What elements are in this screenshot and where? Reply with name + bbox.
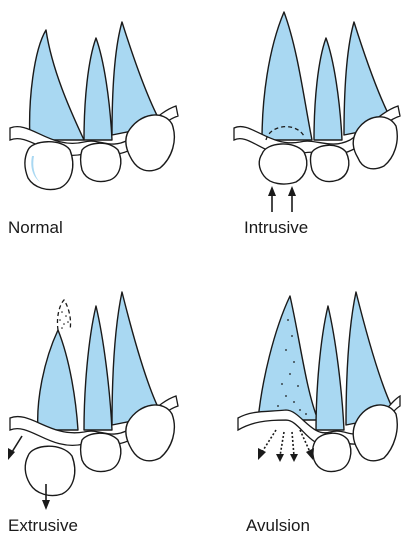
root-middle <box>316 306 344 430</box>
empty-socket <box>258 296 318 420</box>
root-extruded <box>38 330 78 430</box>
arrowhead-down <box>42 500 50 510</box>
crown-middle <box>313 433 351 471</box>
root-right <box>346 292 396 425</box>
crown-middle <box>81 433 121 471</box>
crown-extruded <box>25 446 75 495</box>
socket-dots <box>59 311 69 329</box>
root-middle <box>314 38 342 140</box>
label-extrusive: Extrusive <box>8 516 78 536</box>
arrowhead-up-right <box>288 186 296 196</box>
label-intrusive: Intrusive <box>244 218 308 238</box>
crown-intruded <box>259 144 307 184</box>
empty-socket-tip <box>57 300 70 330</box>
crown-middle <box>81 143 121 181</box>
panel-normal <box>10 22 178 190</box>
arrowhead-up-left <box>268 186 276 196</box>
label-avulsion: Avulsion <box>246 516 310 536</box>
label-normal: Normal <box>8 218 63 238</box>
panel-extrusive <box>8 292 178 510</box>
arrow-diagonal <box>12 436 22 452</box>
crown-middle <box>311 145 349 181</box>
root-middle <box>84 38 112 140</box>
root-left <box>30 30 84 140</box>
panel-avulsion <box>238 292 400 472</box>
root-middle <box>84 306 112 430</box>
root-intruded <box>262 12 312 140</box>
panel-intrusive <box>234 12 400 212</box>
